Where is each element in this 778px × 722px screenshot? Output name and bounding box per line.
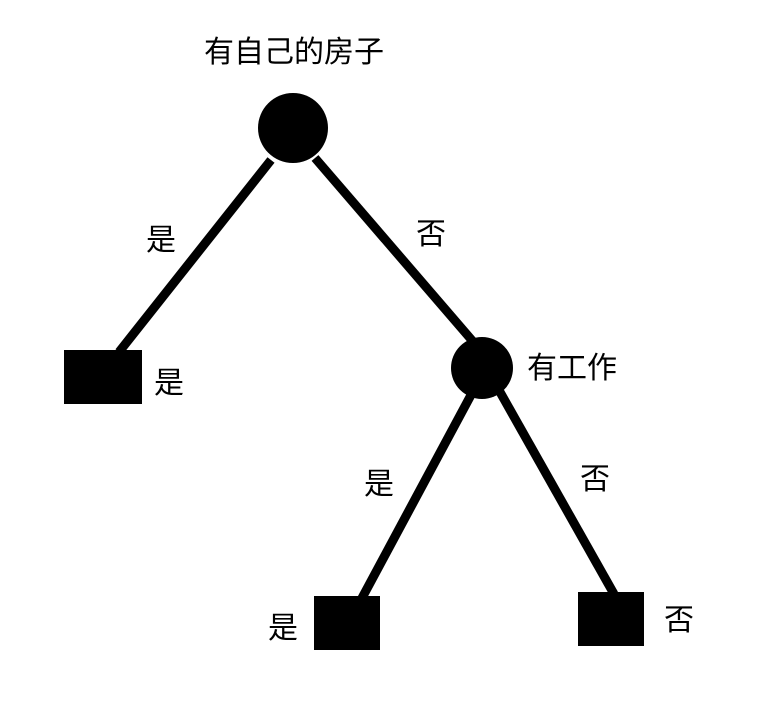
leaf-label-root-yes: 是 (154, 366, 184, 401)
edge-work-to-yes-leaf (358, 392, 475, 601)
edge-root-to-work-node (311, 155, 480, 348)
leaf-node-work-yes (314, 596, 380, 650)
edge-root-to-yes-leaf (115, 157, 275, 355)
edge-label-work-yes: 是 (364, 467, 394, 502)
leaf-label-work-no: 否 (664, 603, 694, 638)
root-decision-node (258, 93, 328, 163)
edge-label-root-no: 否 (416, 217, 446, 252)
leaf-node-work-no (578, 592, 644, 646)
edge-label-work-no: 否 (580, 462, 610, 497)
work-node-label: 有工作 (527, 351, 617, 386)
work-decision-node (451, 337, 513, 399)
leaf-label-work-yes: 是 (268, 611, 298, 646)
edge-label-root-yes: 是 (146, 223, 176, 258)
root-node-label: 有自己的房子 (204, 35, 384, 70)
leaf-node-root-yes (64, 350, 142, 404)
edge-work-to-no-leaf (496, 389, 618, 597)
